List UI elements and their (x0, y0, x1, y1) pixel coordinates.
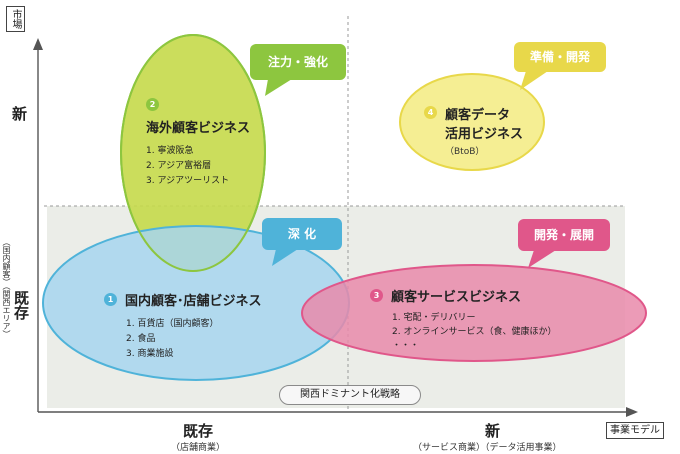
green-callout: 注力・強化 (250, 44, 346, 80)
bubble-subtitle: （BtoB） (445, 147, 485, 157)
x-label-existing: 既存 (183, 422, 214, 440)
blue-callout-tail (272, 249, 298, 266)
list-item: 1. 寧波阪急 (146, 146, 194, 156)
overseas-ellipse-outline (120, 34, 266, 272)
bubble-title-line2: 活用ビジネス (445, 127, 524, 142)
number-badge: 2 (146, 98, 159, 111)
x-axis-title: 事業モデル (606, 422, 664, 439)
number-badge: 1 (104, 293, 117, 306)
item-list: 1. 宅配・デリバリー 2. オンラインサービス（食、健康ほか） ・・・ (392, 311, 640, 353)
item-list: 1. 寧波阪急 2. アジア富裕層 3. アジアツーリスト (146, 144, 276, 189)
domestic-business: 1 国内顧客･店舗ビジネス 1. 百貨店（国内顧客） 2. 食品 3. 商業施設 (104, 290, 324, 362)
service-business: 3 顧客サービスビジネス 1. 宅配・デリバリー 2. オンラインサービス（食、… (370, 286, 640, 353)
bubble-title-line1: 顧客データ (445, 108, 511, 123)
x-label-existing-note: （店舗商業） (171, 443, 226, 453)
yellow-callout: 準備・開発 (514, 42, 606, 72)
bubble-title: 顧客サービスビジネス (391, 290, 522, 305)
list-item: ・・・ (392, 341, 420, 351)
data-business: 4 顧客データ 活用ビジネス （BtoB） (424, 104, 544, 157)
item-list: 1. 百貨店（国内顧客） 2. 食品 3. 商業施設 (126, 317, 324, 362)
bubble-title: 海外顧客ビジネス (146, 121, 251, 136)
overseas-business: 2 海外顧客ビジネス 1. 寧波阪急 2. アジア富裕層 3. アジアツーリスト (146, 92, 276, 189)
y-axis-arrow (33, 38, 43, 50)
number-badge: 3 (370, 289, 383, 302)
y-axis-title: 市場 (6, 6, 25, 32)
pink-callout-tail (528, 250, 556, 268)
data-ellipse (399, 73, 545, 171)
number-badge: 4 (424, 106, 437, 119)
list-item: 1. 宅配・デリバリー (392, 313, 476, 323)
y-label-new: 新 (12, 105, 28, 123)
bubble-title: 国内顧客･店舗ビジネス (125, 294, 262, 309)
kansai-strategy-label: 関西ドミナント化戦略 (279, 385, 421, 405)
list-item: 2. 食品 (126, 334, 156, 344)
blue-callout: 深 化 (262, 218, 342, 250)
green-callout-tail (265, 79, 292, 96)
yellow-callout-tail (520, 71, 548, 90)
list-item: 2. アジア富裕層 (146, 161, 212, 171)
list-item: 3. 商業施設 (126, 349, 174, 359)
list-item: 3. アジアツーリスト (146, 176, 230, 186)
x-label-new: 新 (485, 422, 501, 440)
x-label-new-note: （サービス商業）（データ活用事業） (413, 443, 562, 453)
y-label-existing-note: （国内顧客）（関西エリア） (2, 238, 11, 338)
y-label-existing: 既存 (12, 290, 30, 320)
service-ellipse (301, 264, 647, 362)
list-item: 1. 百貨店（国内顧客） (126, 319, 219, 329)
pink-callout: 開発・展開 (518, 219, 610, 251)
list-item: 2. オンラインサービス（食、健康ほか） (392, 327, 557, 337)
x-axis-arrow (626, 407, 638, 417)
